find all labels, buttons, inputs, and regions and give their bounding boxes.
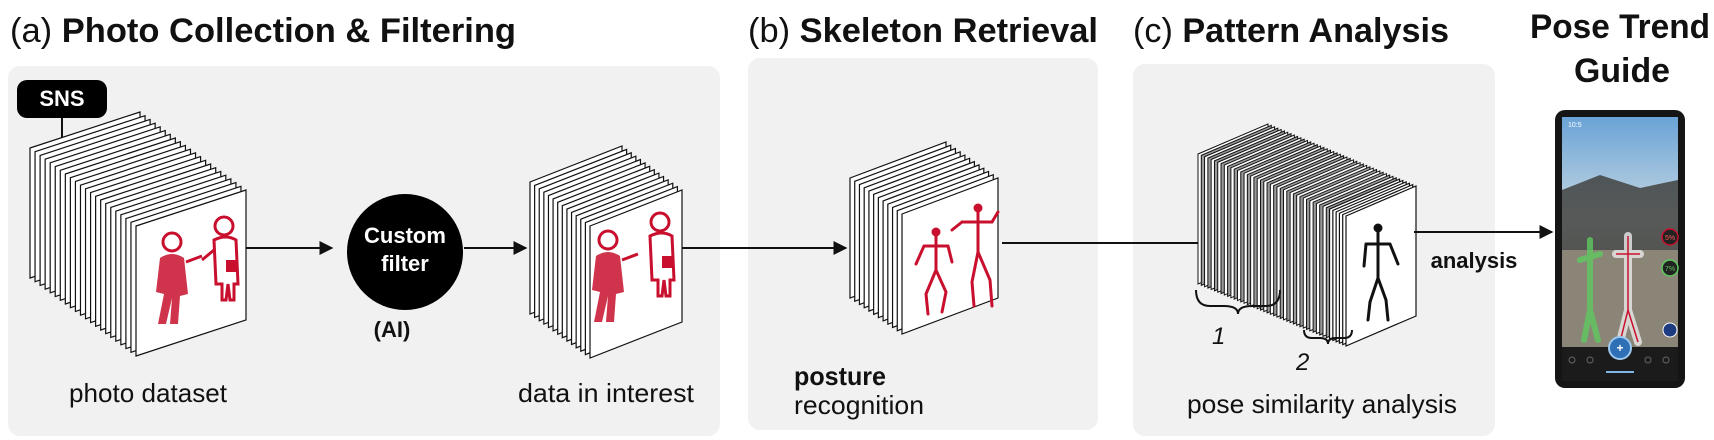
cluster-brace-1: [1195, 289, 1281, 315]
stack-sheet: [1345, 185, 1417, 347]
custom-filter-line2: filter: [381, 251, 429, 276]
svg-text:+: +: [1616, 341, 1623, 355]
custom-filter-node: [347, 194, 463, 310]
phone-music-icon: [1662, 322, 1678, 338]
data-in-interest-stack: [529, 145, 683, 359]
svg-text:7%: 7%: [1665, 266, 1675, 273]
photo-dataset-caption: photo dataset: [69, 378, 228, 408]
phone-mockup: 10:5 5% 7% +: [1555, 110, 1685, 388]
cluster-brace-2: [1303, 329, 1353, 345]
section-b-title: (b) Skeleton Retrieval: [748, 12, 1098, 50]
posture-caption-rest: recognition: [794, 390, 924, 420]
sns-label: SNS: [39, 86, 84, 111]
section-a-title: (a) Photo Collection & Filtering: [10, 12, 516, 50]
section-d-title-line1: Pose Trend: [1530, 8, 1710, 46]
phone-badge-mid: [1661, 259, 1679, 277]
skeleton-figures: [914, 203, 1000, 316]
posture-caption-bold: posture: [794, 361, 886, 391]
photo-dataset-front-image: [156, 215, 240, 324]
analysis-label: analysis: [1431, 248, 1518, 273]
phone-badge-top: [1661, 228, 1679, 246]
pattern-skeleton-figure: [1362, 223, 1400, 322]
photo-dataset-stack: [29, 111, 247, 357]
custom-filter-caption: (AI): [374, 317, 411, 342]
section-c-title: (c) Pattern Analysis: [1133, 12, 1449, 50]
pose-similarity-caption: pose similarity analysis: [1187, 389, 1457, 419]
sns-tag: [17, 80, 107, 118]
pose-similarity-stack: [1197, 123, 1417, 347]
cluster-label-2: 2: [1295, 349, 1309, 376]
cluster-label-1: 1: [1212, 323, 1225, 350]
svg-text:5%: 5%: [1665, 235, 1675, 242]
custom-filter-line1: Custom: [364, 223, 446, 248]
section-d-title-line2: Guide: [1574, 52, 1670, 90]
skeleton-stack: [849, 141, 999, 335]
data-in-interest-caption: data in interest: [518, 378, 695, 408]
data-in-interest-front-image: [592, 211, 676, 322]
svg-text:10:5: 10:5: [1568, 122, 1582, 129]
phone-capture-button: [1608, 336, 1632, 360]
